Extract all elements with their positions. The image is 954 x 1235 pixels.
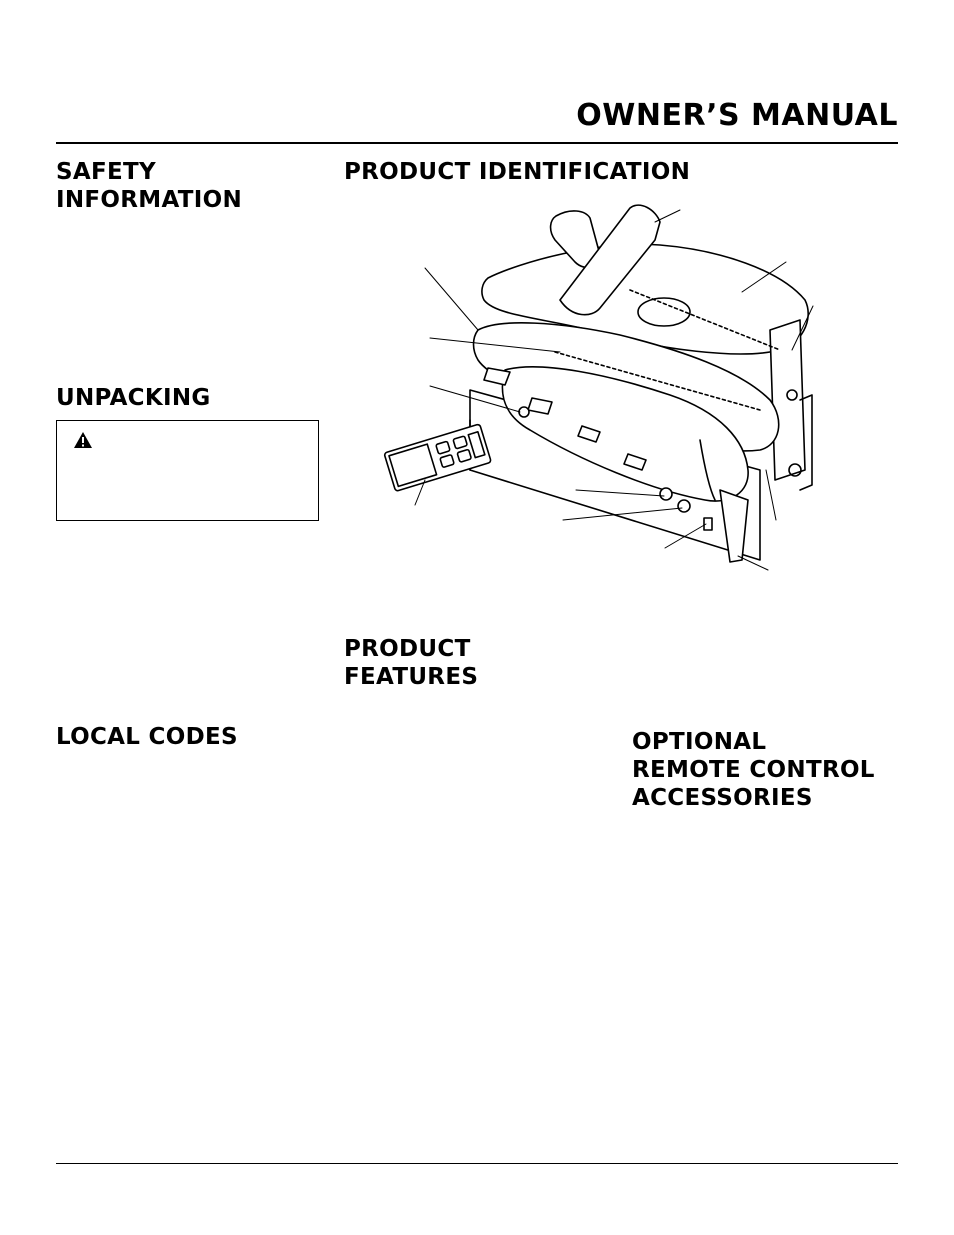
page-title: OWNER’S MANUAL — [576, 98, 898, 133]
heading-product-identification: PRODUCT IDENTIFICATION — [344, 159, 691, 185]
heading-product-features: PRODUCT FEATURES — [344, 636, 479, 690]
heading-safety-information: SAFETY INFORMATION — [56, 159, 243, 213]
heading-optional-remote-control-accessories: OPTIONAL REMOTE CONTROL ACCESSORIES — [632, 729, 875, 811]
heading-unpacking: UNPACKING — [56, 385, 211, 411]
gas-log-illustration — [383, 204, 814, 571]
warning-box — [56, 420, 319, 521]
header-rule — [56, 142, 898, 144]
warning-triangle-icon — [74, 432, 92, 448]
heading-local-codes: LOCAL CODES — [56, 724, 238, 750]
footer-rule — [56, 1163, 898, 1164]
